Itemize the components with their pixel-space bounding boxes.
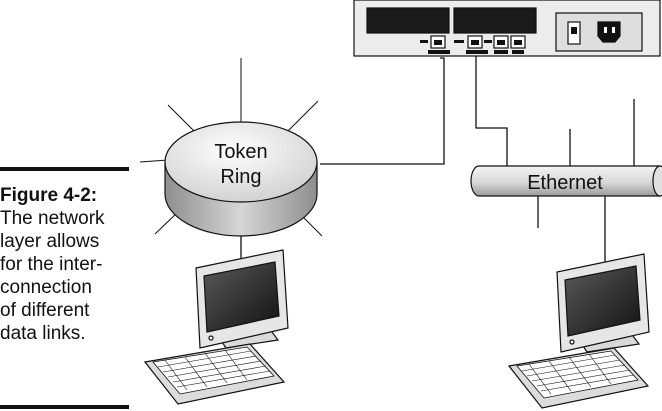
router-panel — [366, 7, 450, 34]
ethernet-cylinder — [470, 165, 661, 197]
ethernet-cylinder-end — [652, 165, 662, 197]
cables — [240, 55, 635, 262]
token-ring-label: Ring — [220, 166, 261, 188]
caption-line: connection — [0, 277, 92, 298]
computer-token-ring — [143, 249, 289, 405]
monitor-screen — [203, 261, 280, 333]
caption-line: layer allows — [0, 231, 100, 252]
router-ethernet-cable — [475, 55, 508, 172]
caption-line: data links. — [0, 323, 86, 344]
token-ring-top — [164, 121, 318, 203]
power-socket-icon — [597, 21, 621, 43]
ethernet-bus: Ethernet — [470, 165, 662, 197]
computer-ethernet — [507, 253, 650, 409]
caption-label: Figure 4-2: — [0, 185, 98, 206]
power-switch-rocker — [571, 27, 577, 34]
caption-line: for the inter- — [0, 254, 103, 275]
token-ring-router-cable — [320, 57, 445, 165]
router-panel — [453, 7, 537, 34]
caption-top-rule — [0, 167, 129, 171]
token-ring: Token Ring — [139, 58, 323, 237]
figure-caption: Figure 4-2: The network layer allows for… — [0, 184, 132, 345]
caption-bottom-rule — [0, 405, 129, 409]
token-ring-label: Token — [214, 141, 267, 163]
ethernet-label: Ethernet — [527, 172, 603, 194]
caption-line: The network — [0, 208, 105, 229]
monitor-screen — [564, 265, 641, 337]
router — [353, 0, 661, 57]
socket-pin — [604, 27, 607, 33]
caption-line: of different — [0, 300, 90, 321]
router-ports — [420, 35, 526, 54]
socket-pin — [612, 27, 615, 33]
